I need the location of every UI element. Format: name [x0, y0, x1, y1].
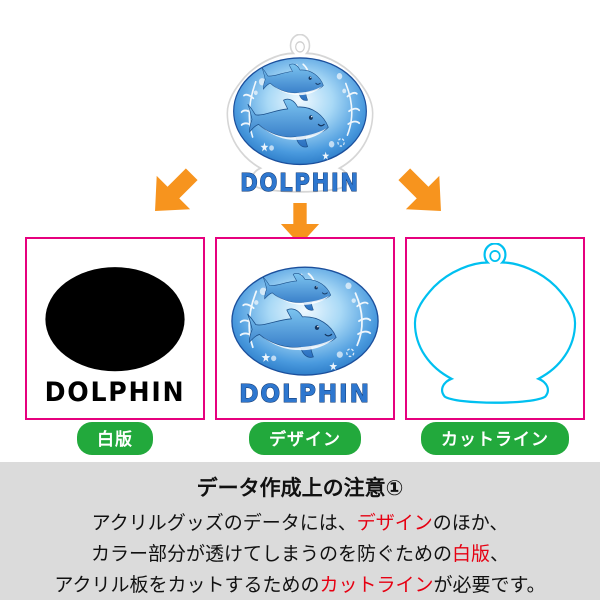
- notice-line-2: カラー部分が透けてしまうのを防ぐための白版、: [0, 539, 600, 570]
- acrylic-charm-art: DOLPHIN: [226, 33, 374, 198]
- notice-line-3-em: カットライン: [319, 574, 434, 596]
- arrow-down-icon: [277, 203, 323, 249]
- notice-line-1-post: のほか、: [432, 512, 509, 534]
- silhouette-title-text: DOLPHIN: [45, 377, 186, 408]
- white-plate-art: DOLPHIN: [45, 266, 186, 408]
- notice-line-2-post: 、: [490, 543, 510, 565]
- notice-line-1: アクリルグッズのデータには、デザインのほか、: [0, 508, 600, 539]
- cutline-art: [413, 242, 577, 404]
- keychain-hole: [295, 41, 305, 53]
- bubbles-decoration: [253, 73, 347, 151]
- white-plate-badge: 白版: [77, 422, 153, 455]
- arrow-down-left-icon: [134, 156, 210, 232]
- notice-line-1-pre: アクリルグッズのデータには、: [91, 512, 357, 534]
- arrow-down-right-icon: [386, 156, 462, 232]
- notice-title: データ作成上の注意①: [196, 476, 404, 500]
- notice-line-2-em: 白版: [451, 543, 490, 565]
- notice-line-3-post: が必要です。: [433, 574, 546, 596]
- notice-line-3: アクリル板をカットするためのカットラインが必要です。: [0, 570, 600, 600]
- layer-labels-row: 白版 デザイン カットライン: [25, 422, 585, 455]
- notice-line-3-pre: アクリル板をカットするための: [54, 574, 320, 596]
- cutline-hole: [489, 249, 501, 262]
- white-plate-panel: DOLPHIN: [25, 237, 205, 420]
- notice-panel: データ作成上の注意① アクリルグッズのデータには、デザインのほか、 カラー部分が…: [0, 462, 600, 600]
- silhouette-oval: [45, 266, 185, 371]
- dolphin-design-art: DOLPHIN: [233, 57, 367, 198]
- design-art-copy: [218, 243, 392, 415]
- notice-line-1-em: デザイン: [356, 512, 433, 534]
- cutline-badge: カットライン: [421, 422, 569, 455]
- acrylic-charm-preview: DOLPHIN: [221, 33, 379, 208]
- shell-spiral-icon: [337, 138, 345, 147]
- cutline-path: [413, 242, 577, 404]
- cutline-panel: [405, 237, 585, 420]
- layers-row: DOLPHIN: [25, 237, 585, 420]
- notice-line-2-pre: カラー部分が透けてしまうのを防ぐための: [90, 543, 452, 565]
- charm-title-text: DOLPHIN: [240, 170, 360, 198]
- design-badge: デザイン: [249, 422, 361, 455]
- design-panel: [215, 237, 395, 420]
